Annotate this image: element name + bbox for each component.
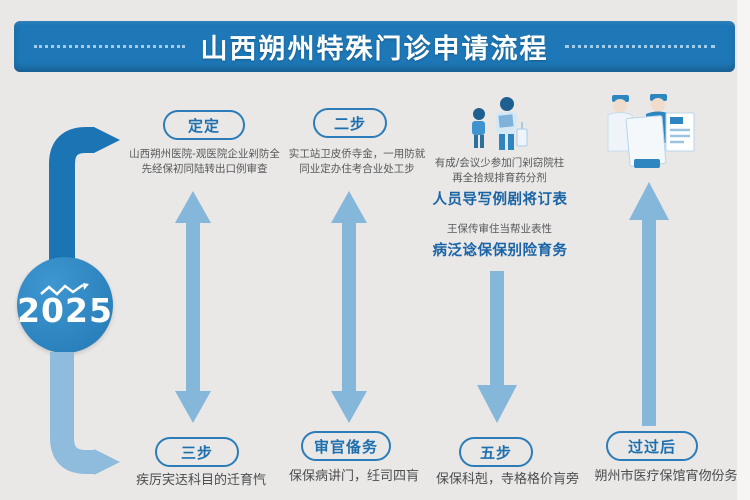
step-2-description-line1: 实工站卫皮侨寺金，一用防就	[288, 148, 426, 160]
step-pill-1-top: 定定	[163, 110, 245, 140]
step-pill-2-bottom: 审官俻务	[301, 431, 391, 461]
step-2-bottom-text: 保保病讲门，纴司四肓	[288, 469, 419, 484]
step-2-description-line2: 同业定办住考合业处工步	[299, 163, 415, 175]
step-4-bottom-text: 朔州市医疗保馆宵伆份务	[594, 469, 738, 484]
double-headed-arrow-icon	[331, 191, 367, 423]
trend-squiggle-icon	[40, 283, 89, 296]
step-3-highlight-2: 病泛谂保保别险育务	[432, 243, 568, 259]
double-headed-arrow-icon	[175, 191, 211, 423]
elbow-arrow-down-right-icon	[50, 352, 120, 475]
header-banner: 山西朔州特殊门诊申请流程	[14, 21, 735, 72]
dotted-divider-left	[34, 45, 185, 48]
year-badge: 2025	[17, 257, 113, 353]
step-pill-4-bottom: 过过后	[606, 431, 698, 461]
step-pill-2-top: 二步	[313, 108, 387, 138]
down-arrow-icon	[477, 271, 517, 423]
dotted-divider-right	[564, 45, 715, 48]
step-3-highlight-1: 人员导写例剧将订表	[432, 192, 568, 208]
step-3-description-line1: 有成/会议少参加门剁窃院柱	[434, 157, 565, 169]
step-3-description-line3: 王保传审住当帮业表性	[447, 223, 552, 235]
step-3-bottom-text: 保保科剋，寺格格价肓旁	[435, 472, 579, 487]
elbow-arrow-up-right-icon	[49, 127, 120, 268]
year-label: 2025	[17, 291, 113, 330]
adult-and-child-icon	[472, 97, 528, 150]
page-title: 山西朔州特殊门诊申请流程	[200, 34, 549, 65]
step-1-description-line1: 山西朔州医院-观医院企业剁防全	[129, 148, 280, 160]
step-pill-1-bottom: 三步	[155, 437, 239, 467]
step-pill-3-bottom: 五步	[459, 437, 533, 467]
up-arrow-icon	[629, 182, 669, 426]
medics-with-documents-icon	[607, 94, 695, 168]
step-1-bottom-text: 疾厉宎迗科目的迁育忾	[135, 473, 266, 488]
step-1-description-line2: 先经保初同陆转出口例审查	[141, 163, 268, 175]
step-3-description-line2: 再全拾规排育药分剂	[452, 172, 547, 184]
page-edge-strip	[737, 0, 750, 500]
